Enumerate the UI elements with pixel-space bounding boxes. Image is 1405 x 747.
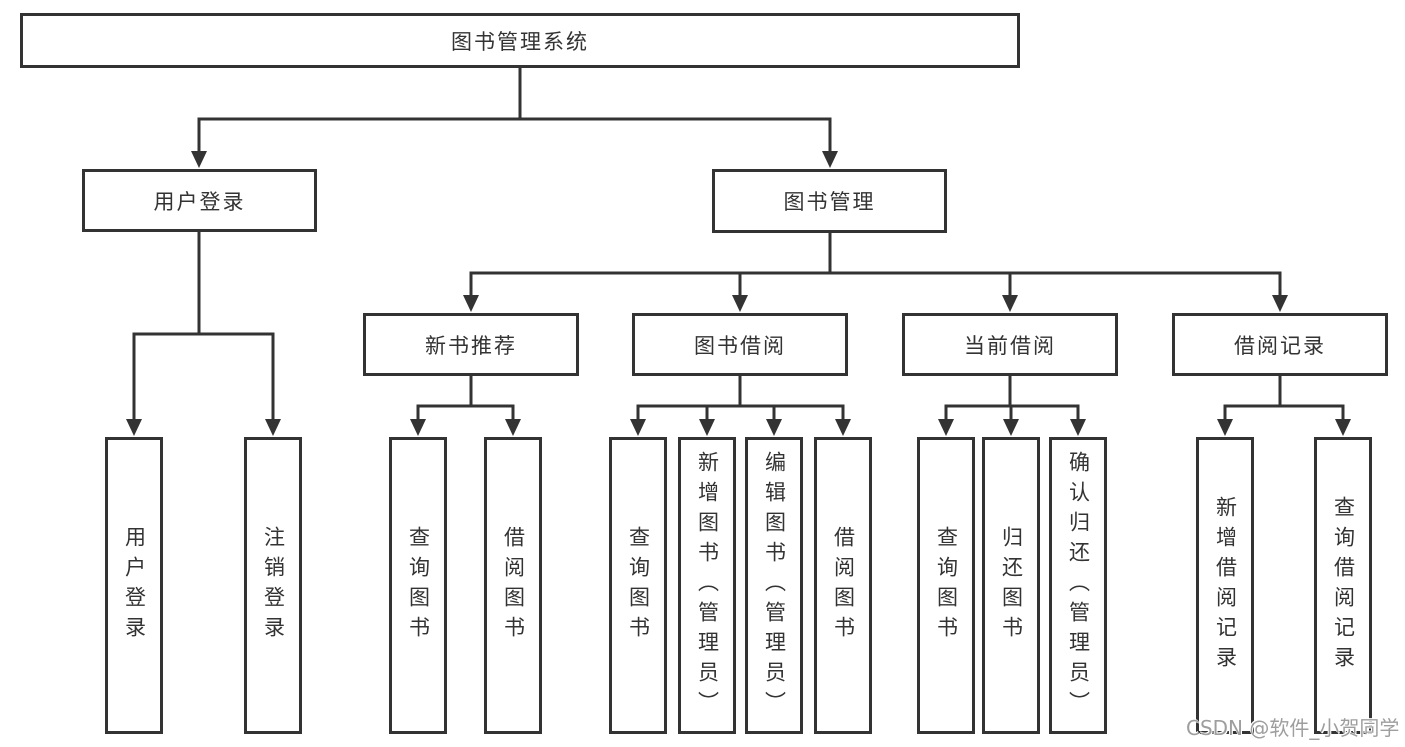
node-label: 注销登录 (261, 525, 286, 646)
node-label: 查询图书 (626, 525, 651, 646)
arrowhead (766, 419, 782, 436)
node-new-book-recommend: 新书推荐 (363, 313, 579, 376)
node-label: 用户登录 (153, 189, 246, 214)
leaf-query-borrow-record: 查询借阅记录 (1314, 437, 1372, 734)
node-label: 图书管理系统 (451, 29, 589, 54)
arrowhead (732, 295, 748, 312)
arrowhead (410, 419, 426, 436)
arrowhead (463, 295, 479, 312)
arrowhead (505, 419, 521, 436)
node-label: 借阅记录 (1234, 333, 1326, 358)
arrowhead (1272, 295, 1288, 312)
leaf-add-borrow-record: 新增借阅记录 (1196, 437, 1254, 734)
node-label: 查询图书 (934, 525, 959, 646)
csdn-watermark: CSDN @软件_小贺同学 (1186, 716, 1400, 740)
node-book-borrowing: 图书借阅 (632, 313, 848, 376)
node-label: 归还图书 (999, 525, 1024, 646)
edge-lines (132, 68, 1345, 422)
node-label: 查询借阅记录 (1331, 495, 1356, 676)
node-current-borrowing: 当前借阅 (902, 313, 1118, 376)
node-label: 用户登录 (122, 525, 147, 646)
leaf-logout: 注销登录 (244, 437, 302, 734)
node-root-library-system: 图书管理系统 (20, 13, 1020, 68)
node-borrowing-records: 借阅记录 (1172, 313, 1388, 376)
arrowhead (1335, 419, 1351, 436)
node-label: 借阅图书 (501, 525, 526, 646)
node-label: 新书推荐 (425, 333, 517, 358)
node-label: 图书管理 (783, 190, 876, 214)
node-label: 确认归还（管理员） (1066, 450, 1091, 721)
arrowheads (126, 151, 1351, 436)
arrowhead (191, 151, 207, 168)
arrowhead (630, 419, 646, 436)
node-label: 查询图书 (406, 525, 431, 646)
leaf-borrow-books: 借阅图书 (814, 437, 872, 734)
arrowhead (1002, 295, 1018, 312)
arrowhead (822, 151, 838, 168)
leaf-return-books: 归还图书 (982, 437, 1040, 734)
node-label: 编辑图书（管理员） (762, 450, 787, 721)
leaf-edit-books-admin: 编辑图书（管理员） (745, 437, 803, 734)
leaf-user-login: 用户登录 (105, 437, 163, 734)
node-label: 图书借阅 (694, 333, 786, 358)
leaf-add-books-admin: 新增图书（管理员） (678, 437, 736, 734)
leaf-confirm-return-admin: 确认归还（管理员） (1049, 437, 1107, 734)
arrowhead (1070, 419, 1086, 436)
arrowhead (126, 419, 142, 436)
node-label: 借阅图书 (831, 525, 856, 646)
arrowhead (1003, 419, 1019, 436)
leaf-query-books: 查询图书 (917, 437, 975, 734)
arrowhead (699, 419, 715, 436)
node-user-login: 用户登录 (82, 169, 317, 232)
node-label: 新增借阅记录 (1213, 495, 1238, 676)
arrowhead (938, 419, 954, 436)
arrowhead (265, 419, 281, 436)
leaf-borrow-books: 借阅图书 (484, 437, 542, 734)
node-label: 当前借阅 (964, 333, 1056, 358)
leaf-query-books: 查询图书 (609, 437, 667, 734)
leaf-query-books: 查询图书 (389, 437, 447, 734)
arrowhead (835, 419, 851, 436)
node-label: 新增图书（管理员） (695, 450, 720, 721)
node-book-management: 图书管理 (712, 169, 947, 233)
tree-edges (132, 68, 1345, 422)
arrowhead (1217, 419, 1233, 436)
